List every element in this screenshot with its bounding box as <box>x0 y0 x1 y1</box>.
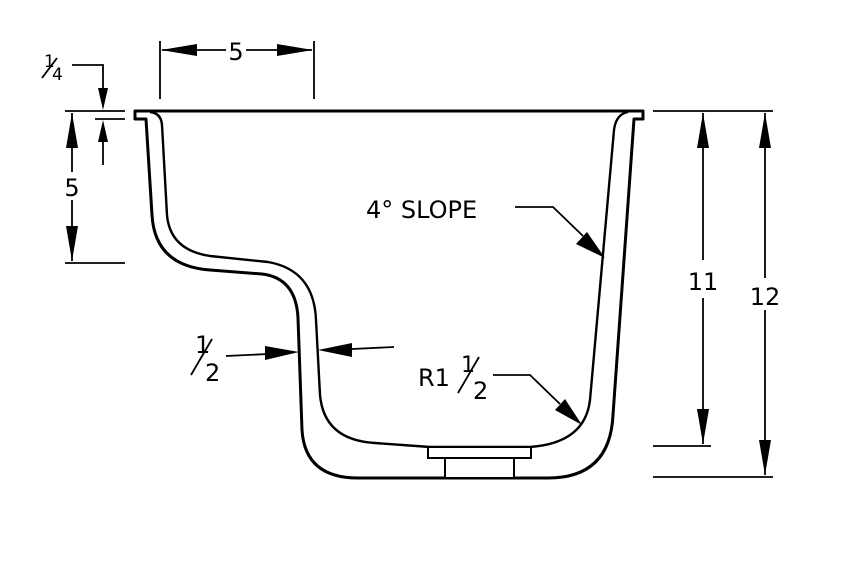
corner-radius-prefix: R1 <box>418 364 450 392</box>
dimension-step-depth: 5 <box>64 113 125 264</box>
callout-wall-slope: 4° SLOPE <box>366 196 605 258</box>
basin-outer-outline <box>133 109 645 480</box>
callout-corner-radius: R1 1 2 <box>418 353 582 425</box>
wall-thickness-numerator: 1 <box>195 331 210 359</box>
corner-radius-denominator: 2 <box>473 377 488 405</box>
wall-thickness-denominator: 2 <box>205 359 220 387</box>
rim-thickness-numerator: 1 <box>44 52 55 72</box>
dimension-wall-thickness: 1 2 <box>190 331 395 387</box>
dimension-step-width: 5 <box>159 38 315 99</box>
arrow-right <box>277 44 313 56</box>
step-width-label: 5 <box>228 38 243 66</box>
corner-radius-numerator: 1 <box>461 353 475 378</box>
dimension-overall-depth: 12 <box>653 113 781 478</box>
step-depth-label: 5 <box>64 174 79 202</box>
inner-depth-label: 11 <box>688 268 719 296</box>
arrow-left <box>161 44 197 56</box>
drain-flange <box>427 446 532 459</box>
drain-body <box>444 457 515 479</box>
rim-thickness-denominator: 4 <box>52 65 63 85</box>
basin-inner-outline <box>149 110 629 449</box>
dimension-rim-thickness: 1 4 <box>41 52 125 165</box>
wall-slope-label: 4° SLOPE <box>366 196 477 224</box>
overall-depth-label: 12 <box>750 283 781 311</box>
dimension-inner-depth: 11 <box>653 110 773 447</box>
